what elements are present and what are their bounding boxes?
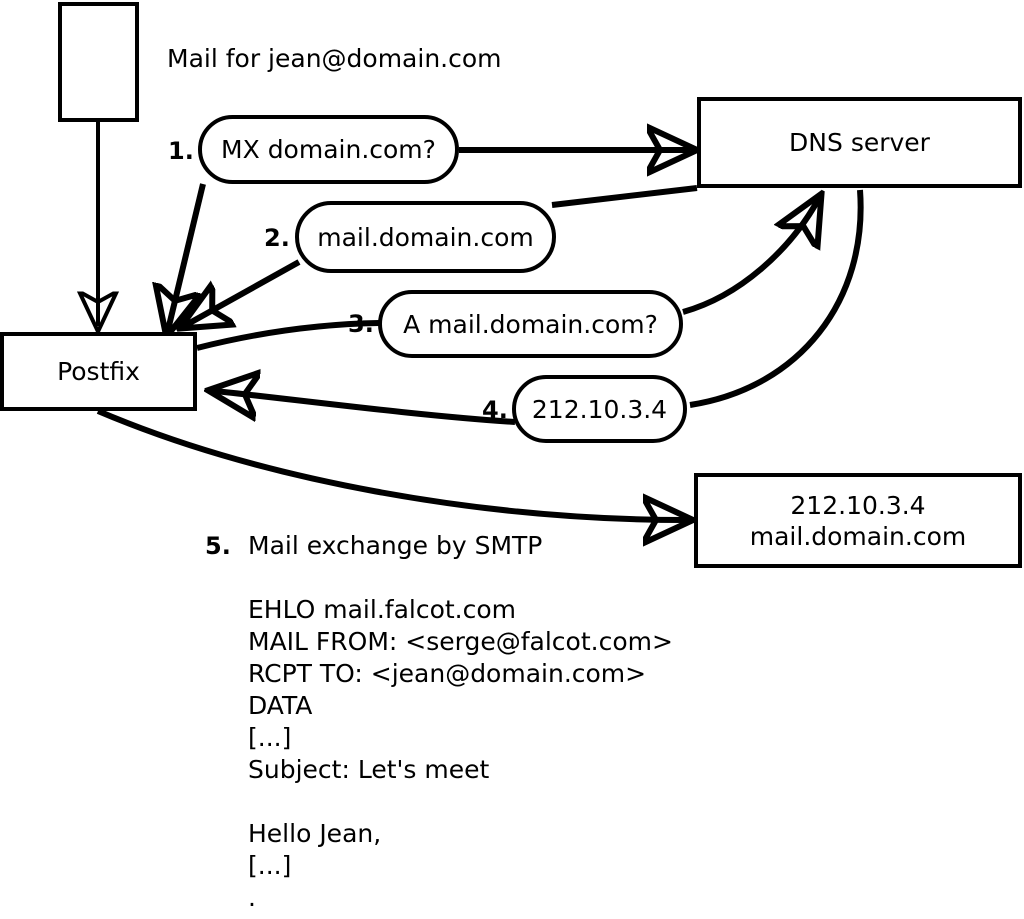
edge-step3-from-postfix: [196, 320, 380, 351]
edge-step4-from-dns: [689, 189, 864, 408]
smtp-transcript-line: DATA: [248, 691, 313, 720]
edge-step3-to-dns: [682, 200, 818, 315]
step-2-label: mail.domain.com: [317, 222, 534, 252]
step-3-bubble: A mail.domain.com?: [378, 290, 683, 358]
step-1-number: 1.: [168, 137, 194, 165]
smtp-transcript-line: Subject: Let's meet: [248, 755, 490, 784]
step-4-label: 212.10.3.4: [531, 394, 668, 424]
smtp-transcript-line: [248, 787, 256, 816]
step-5-label: Mail exchange by SMTP: [248, 531, 543, 560]
edge-step1-tail: [168, 183, 206, 330]
postfix-label: Postfix: [57, 357, 140, 386]
step-4-bubble: 212.10.3.4: [512, 375, 687, 443]
edge-step2-from-dns: [551, 185, 698, 208]
smtp-transcript-line: [...]: [248, 723, 292, 752]
dns-server-box: DNS server: [697, 97, 1022, 188]
smtp-transcript-line: .: [248, 883, 256, 912]
step-2-bubble: mail.domain.com: [295, 201, 556, 273]
smtp-transcript-line: Hello Jean,: [248, 819, 382, 848]
step-4-number: 4.: [482, 396, 508, 424]
remote-mx-ip: 212.10.3.4: [790, 490, 926, 520]
step-5-number: 5.: [205, 532, 231, 560]
remote-mx-host: mail.domain.com: [749, 521, 967, 551]
edge-step5-smtp: [96, 408, 686, 520]
mail-source-box: [58, 2, 139, 122]
postfix-box: Postfix: [0, 332, 197, 411]
step-1-label: MX domain.com?: [221, 135, 436, 164]
edge-step4-to-postfix: [215, 391, 516, 425]
smtp-transcript-line: EHLO mail.falcot.com: [248, 595, 517, 624]
step-1-bubble: MX domain.com?: [198, 115, 459, 184]
step-3-label: A mail.domain.com?: [403, 309, 658, 339]
mail-for-note: Mail for jean@domain.com: [167, 44, 502, 73]
smtp-transcript-line: [...]: [248, 851, 292, 880]
step-2-number: 2.: [264, 224, 290, 252]
dns-server-label: DNS server: [789, 128, 930, 157]
step-3-number: 3.: [348, 310, 374, 338]
smtp-transcript-line: MAIL FROM: <serge@falcot.com>: [248, 627, 673, 656]
edge-step2-to-postfix: [186, 259, 301, 325]
remote-mx-box: 212.10.3.4 mail.domain.com: [694, 473, 1022, 568]
smtp-transcript-line: RCPT TO: <jean@domain.com>: [248, 659, 647, 688]
